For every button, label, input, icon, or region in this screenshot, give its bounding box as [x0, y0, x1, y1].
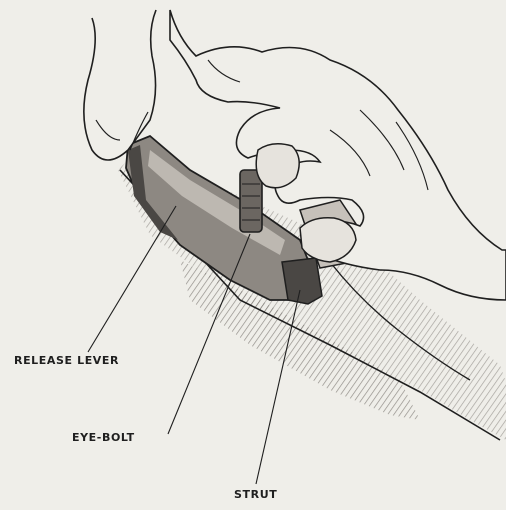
eye-bolt-label: EYE-BOLT — [72, 432, 135, 443]
strut-label: STRUT — [234, 489, 277, 500]
release-lever-leader — [88, 206, 176, 352]
strut — [282, 258, 322, 304]
eye-bolt — [240, 170, 262, 232]
right-hand-thumb — [256, 144, 299, 188]
release-lever-label: RELEASE LEVER — [14, 355, 119, 366]
